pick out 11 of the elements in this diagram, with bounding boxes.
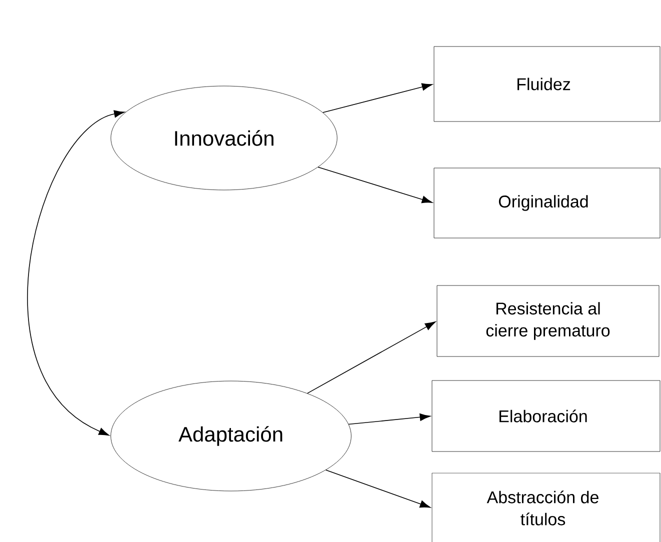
indicator-box: Abstracción de títulos: [432, 472, 660, 542]
indicator-box: Originalidad: [434, 168, 660, 238]
arrow: [318, 166, 432, 204]
indicator-box: Resistencia al cierre prematuro: [436, 285, 660, 357]
arrow: [348, 413, 430, 425]
indicator-box: Elaboración: [432, 380, 660, 452]
arrow: [325, 470, 430, 508]
arrow: [322, 83, 432, 113]
indicator-box: Fluidez: [434, 46, 660, 122]
arrow: [306, 322, 436, 394]
arrow: [27, 110, 125, 436]
